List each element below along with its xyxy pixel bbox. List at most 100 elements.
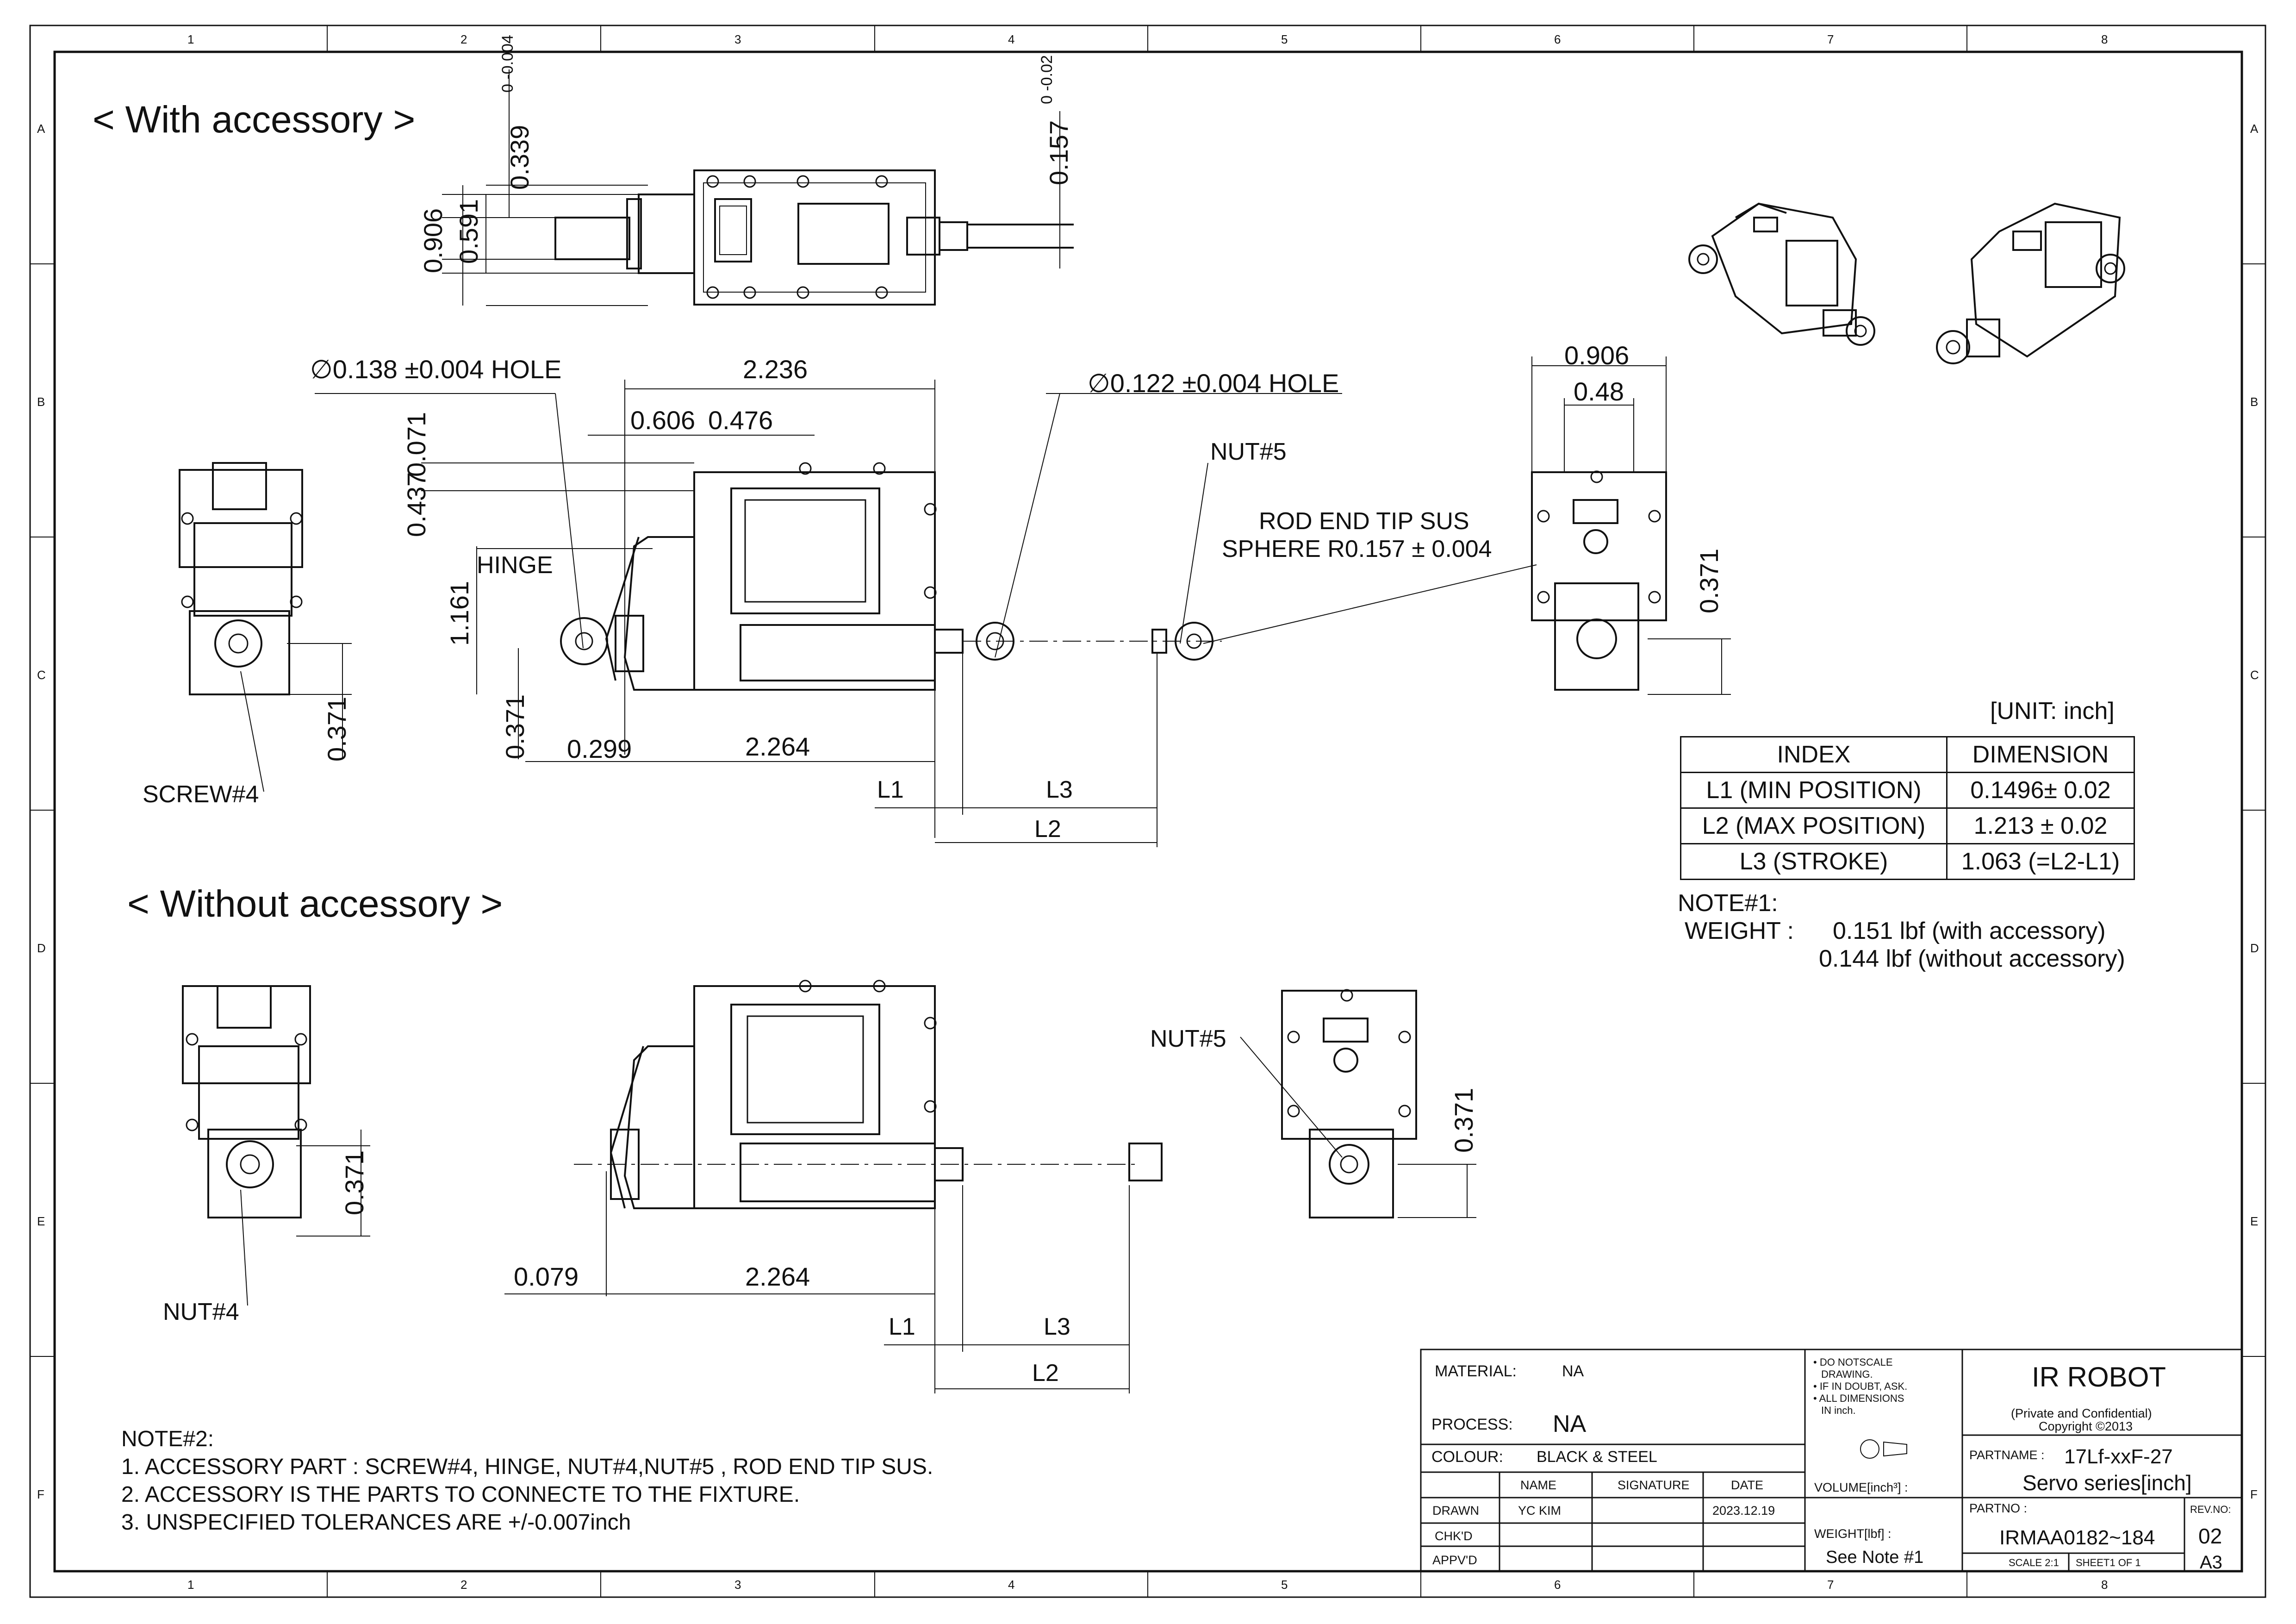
grid-row-f: F <box>37 1487 44 1501</box>
material-label: MATERIAL: <box>1435 1362 1517 1380</box>
dim-1161: 1.161 <box>445 581 474 646</box>
volume-label: VOLUME[inch³] : <box>1814 1480 1908 1494</box>
label-l2: L2 <box>1034 816 1061 843</box>
grid-row-b-right: B <box>2250 395 2259 409</box>
front-view-with-accessory <box>560 462 1222 691</box>
company-name: IR ROBOT <box>2032 1362 2166 1393</box>
note-bullet-5: IN inch. <box>1821 1405 1856 1416</box>
dimension-cell: 0.1496± 0.02 <box>1946 772 2135 809</box>
copyright-text: Copyright ©2013 <box>2039 1419 2133 1433</box>
partname-label: PARTNAME : <box>1969 1448 2045 1462</box>
dim-side-without-0371: 0.371 <box>1449 1087 1478 1153</box>
hole-callout-2: ∅0.122 ±0.004 HOLE <box>1088 369 1339 398</box>
sheet-frame <box>29 25 2266 1598</box>
index-cell: L3 (STROKE) <box>1680 843 1948 880</box>
sheet-label: SHEET1 OF 1 <box>2076 1557 2141 1568</box>
note2-line-2: 2. ACCESSORY IS THE PARTS TO CONNECTE TO… <box>121 1482 800 1507</box>
front-view-without-accessory <box>574 980 1163 1209</box>
dim-0371-front: 0.371 <box>500 694 529 759</box>
grid-col-8: 8 <box>2101 32 2108 46</box>
table-row: L2 (MAX POSITION) 1.213 ± 0.02 <box>1680 807 2135 844</box>
approved-label: APPV'D <box>1432 1553 1477 1567</box>
section-title-with-accessory: < With accessory > <box>93 99 416 141</box>
tol-top-0339: 0 -0.004 <box>499 35 516 93</box>
partno-label: PARTNO : <box>1969 1501 2028 1515</box>
process-value: NA <box>1553 1411 1587 1437</box>
drawn-name: YC KIM <box>1518 1504 1562 1518</box>
grid-col-5: 5 <box>1281 32 1288 46</box>
partname-line-2: Servo series[inch] <box>2022 1471 2192 1495</box>
note2-title: NOTE#2: <box>121 1427 214 1451</box>
dimension-cell: 1.063 (=L2-L1) <box>1946 843 2135 880</box>
checked-label: CHK'D <box>1435 1529 1473 1543</box>
grid-row-e: E <box>37 1214 45 1228</box>
front-view-dimensions <box>315 380 1537 847</box>
rod-end-label-1: ROD END TIP SUS <box>1259 508 1469 535</box>
partno-value: IRMAA0182~184 <box>1999 1526 2155 1549</box>
title-block-grid <box>1420 1349 2243 1572</box>
nut5-label: NUT#5 <box>1210 438 1287 465</box>
dimension-cell: 1.213 ± 0.02 <box>1946 807 2135 844</box>
grid-col-6: 6 <box>1554 32 1561 46</box>
dim-0606: 0.606 <box>630 406 696 435</box>
dim-0071: 0.071 <box>402 412 431 477</box>
grid-row-d: D <box>37 941 46 955</box>
screw4-label: SCREW#4 <box>143 781 259 808</box>
dim-2264: 2.264 <box>745 732 810 761</box>
grid-col-1: 1 <box>187 32 194 46</box>
revno-value: 02 <box>2198 1524 2222 1548</box>
material-value: NA <box>1562 1362 1584 1380</box>
grid-row-c-right: C <box>2250 668 2259 682</box>
grid-col-4-bottom: 4 <box>1008 1578 1015 1592</box>
label-l3-without: L3 <box>1044 1313 1070 1340</box>
note1-weight-without: 0.144 lbf (without accessory) <box>1819 945 2125 972</box>
col-name-header: NAME <box>1520 1478 1557 1492</box>
nut4-label: NUT#4 <box>163 1299 239 1325</box>
table-row: L3 (STROKE) 1.063 (=L2-L1) <box>1680 843 2135 880</box>
section-title-without-accessory: < Without accessory > <box>127 883 503 925</box>
grid-col-5-bottom: 5 <box>1281 1578 1288 1592</box>
grid-col-3: 3 <box>734 32 741 46</box>
dim-2264-without: 2.264 <box>745 1262 810 1291</box>
hole-callout-1: ∅0.138 ±0.004 HOLE <box>310 355 562 384</box>
dim-0476: 0.476 <box>708 406 773 435</box>
grid-col-8-bottom: 8 <box>2101 1578 2108 1592</box>
dim-top-0339: 0.339 <box>505 125 534 190</box>
rod-end-label-2: SPHERE R0.157 ± 0.004 <box>1222 536 1492 562</box>
left-view-without-accessory <box>182 985 370 1306</box>
tol-top-0157: 0 -0.02 <box>1038 55 1056 104</box>
note-bullet-2: DRAWING. <box>1821 1368 1873 1380</box>
grid-row-d-right: D <box>2250 941 2259 955</box>
drawn-date: 2023.12.19 <box>1712 1504 1775 1518</box>
top-view-with-accessory <box>442 69 1074 306</box>
unit-label: [UNIT: inch] <box>1990 698 2115 725</box>
hinge-label: HINGE <box>477 552 553 579</box>
index-header: INDEX <box>1680 736 1948 773</box>
grid-col-7: 7 <box>1827 32 1834 46</box>
weight-label: WEIGHT[lbf] : <box>1814 1527 1892 1541</box>
drawn-label: DRAWN <box>1432 1504 1479 1518</box>
left-view-with-accessory <box>179 462 352 792</box>
grid-row-c: C <box>37 668 46 682</box>
partname-line-1: 17Lf-xxF-27 <box>2064 1445 2173 1468</box>
revno-label: REV.NO: <box>2190 1504 2231 1515</box>
note2-line-3: 3. UNSPECIFIED TOLERANCES ARE +/-0.007in… <box>121 1510 631 1535</box>
note-bullet-1: • DO NOTSCALE <box>1813 1356 1893 1368</box>
isometric-view-1 <box>1688 202 1875 346</box>
side-view-without-accessory <box>1240 989 1476 1218</box>
dim-side-0906: 0.906 <box>1564 341 1630 370</box>
label-l3: L3 <box>1046 776 1073 803</box>
dim-left-without-0371: 0.371 <box>340 1150 369 1215</box>
dim-top-0906: 0.906 <box>418 208 448 273</box>
grid-col-1-bottom: 1 <box>187 1578 194 1592</box>
process-label: PROCESS: <box>1431 1416 1513 1433</box>
dim-top-0591: 0.591 <box>454 199 483 264</box>
col-signature-header: SIGNATURE <box>1618 1478 1690 1492</box>
dimension-header: DIMENSION <box>1946 736 2135 773</box>
grid-row-a: A <box>37 122 45 136</box>
nut5-label-without: NUT#5 <box>1150 1025 1226 1052</box>
grid-row-b: B <box>37 395 45 409</box>
note2-line-1: 1. ACCESSORY PART : SCREW#4, HINGE, NUT#… <box>121 1455 933 1479</box>
label-l1: L1 <box>877 776 904 803</box>
